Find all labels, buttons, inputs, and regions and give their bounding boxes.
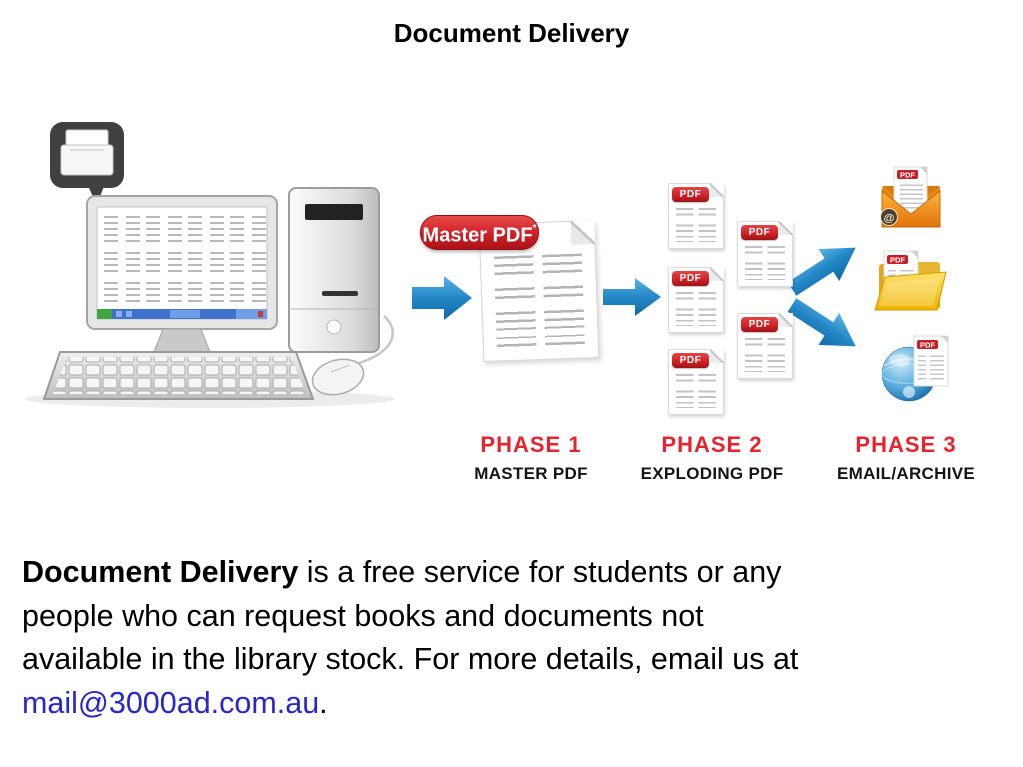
- arrow-down-right-icon: [787, 298, 856, 347]
- email-link[interactable]: mail@3000ad.com.au: [22, 685, 320, 720]
- pdf-label: PDF: [672, 353, 709, 368]
- body-line-2: people who can request books and documen…: [22, 598, 704, 633]
- trademark-mark: *: [532, 223, 537, 234]
- mouse-cable: [355, 315, 394, 366]
- body-line-3: available in the library stock. For more…: [22, 642, 799, 676]
- folder-archive-icon: PDF: [874, 250, 947, 311]
- pdf-label: PDF: [741, 225, 778, 240]
- arrow-right-icon: [412, 276, 472, 320]
- desktop-computer-illustration: [25, 122, 395, 408]
- at-symbol: @: [884, 213, 895, 225]
- phase-name: PHASE 1: [480, 432, 582, 457]
- phase-name: PHASE 3: [855, 432, 957, 457]
- pdf-label: PDF: [890, 256, 905, 265]
- page-fold: [570, 220, 596, 245]
- globe-icon: PDF: [881, 335, 949, 402]
- pdf-label: PDF: [672, 187, 709, 202]
- phase-2-label: PHASE 2 EXPLODING PDF: [612, 432, 812, 484]
- body-line-1-rest: is a free service for students or any: [298, 555, 782, 589]
- page-fold: [710, 183, 724, 197]
- pdf-file-icon: PDF: [668, 267, 724, 333]
- document-text-lines: [676, 374, 716, 408]
- page-fold: [710, 349, 724, 363]
- document-text-lines: [676, 292, 716, 326]
- mouse: [311, 315, 394, 396]
- computer-tower: [288, 187, 380, 353]
- document-text-lines: [745, 246, 785, 280]
- phase-1-label: PHASE 1 MASTER PDF: [431, 432, 631, 484]
- email-envelope-icon: PDF @: [880, 166, 941, 228]
- master-badge-label: Master PDF: [422, 224, 533, 247]
- document-text-lines: [745, 338, 785, 372]
- monitor-stand: [153, 328, 211, 353]
- sentence-period: .: [319, 685, 328, 720]
- master-pdf-badge: Master PDF*: [420, 215, 539, 250]
- phase-subtitle: EXPLODING PDF: [640, 464, 784, 483]
- pdf-label: PDF: [741, 317, 778, 332]
- phase-subtitle: EMAIL/ARCHIVE: [836, 464, 975, 483]
- page-fold: [710, 267, 724, 281]
- phase-subtitle: MASTER PDF: [474, 464, 588, 483]
- keyboard: [42, 351, 315, 400]
- monitor: [86, 195, 278, 362]
- page-fold: [779, 313, 793, 327]
- pdf-file-icon: PDF: [668, 349, 724, 415]
- page-fold: [779, 221, 793, 235]
- body-text: Document Delivery is a free service for …: [22, 551, 798, 725]
- body-line-1: Document Delivery is a free service for …: [22, 551, 798, 595]
- page-title: Document Delivery: [393, 18, 630, 48]
- pdf-label: PDF: [672, 271, 709, 286]
- phase-name: PHASE 2: [661, 432, 763, 457]
- flow-arrows: [412, 247, 856, 347]
- pdf-file-icon: PDF: [737, 221, 793, 287]
- document-text-lines: [493, 253, 585, 349]
- phase-3-label: PHASE 3 EMAIL/ARCHIVE: [806, 432, 1006, 484]
- body-lead-bold: Document Delivery: [22, 555, 299, 589]
- arrow-up-right-icon: [787, 247, 856, 296]
- screen-text-columns: [104, 213, 266, 306]
- taskbar: [97, 309, 267, 319]
- body-line-4: mail@3000ad.com.au.: [22, 682, 798, 726]
- pdf-file-icon: PDF: [668, 183, 724, 249]
- pdf-file-icon: PDF: [737, 313, 793, 379]
- document-text-lines: [676, 208, 716, 242]
- pdf-label: PDF: [900, 171, 915, 180]
- pdf-label: PDF: [920, 341, 935, 350]
- arrow-right-icon: [603, 278, 661, 316]
- printer-bubble-icon: [50, 122, 124, 205]
